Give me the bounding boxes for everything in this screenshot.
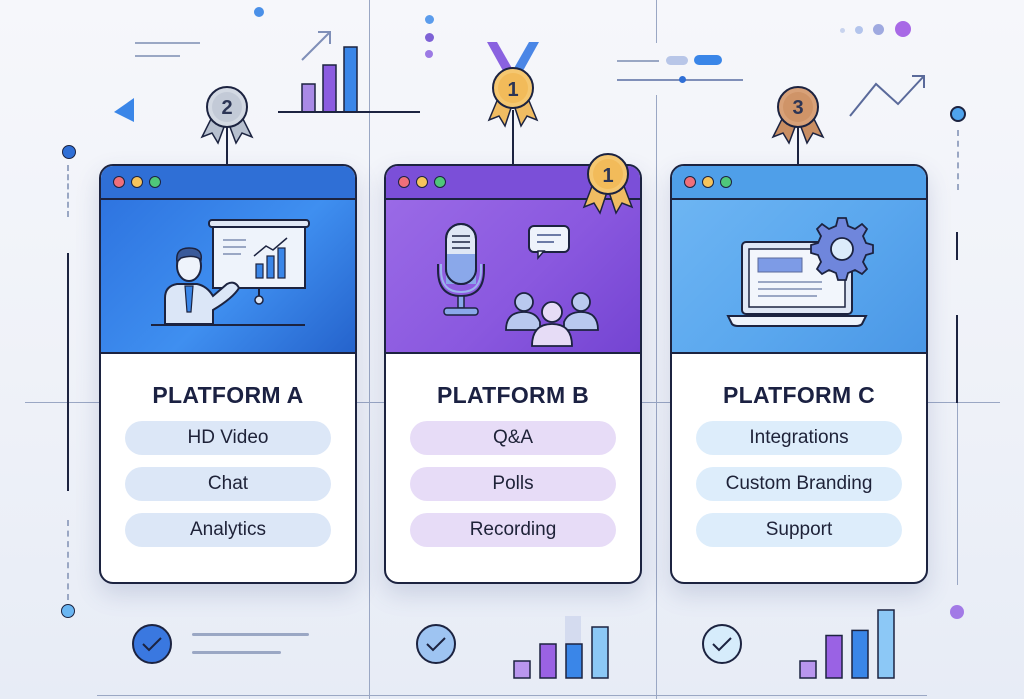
dot-decoration bbox=[840, 28, 845, 33]
timeline-line bbox=[67, 253, 69, 491]
medal-bronze-icon: 3 bbox=[771, 86, 825, 165]
medal-rank: 1 bbox=[507, 79, 518, 101]
laptop-with-gear-icon bbox=[726, 217, 874, 327]
slider-thumb bbox=[679, 76, 686, 83]
triangle-icon bbox=[114, 98, 134, 122]
mini-chart-bar bbox=[799, 660, 817, 679]
window-titlebar bbox=[672, 166, 926, 200]
dashed-line bbox=[67, 165, 69, 217]
text-lines-decoration bbox=[192, 651, 281, 654]
dot-decoration bbox=[254, 7, 264, 17]
check-circle-icon bbox=[416, 624, 456, 664]
dot-decoration bbox=[873, 24, 884, 35]
window-maximize-dot bbox=[434, 176, 446, 188]
slider-decoration bbox=[666, 56, 688, 65]
feature-pill: Analytics bbox=[125, 513, 331, 547]
mini-chart-bar bbox=[851, 629, 869, 679]
dot-decoration bbox=[895, 21, 911, 37]
hero-illustration bbox=[672, 200, 926, 354]
window-maximize-dot bbox=[149, 176, 161, 188]
dashed-line bbox=[67, 520, 69, 600]
microphone-and-audience-icon bbox=[437, 223, 599, 347]
arrow-up-icon bbox=[301, 31, 331, 61]
trend-arrow-icon bbox=[849, 75, 925, 117]
text-lines-decoration bbox=[617, 60, 659, 62]
presenter-with-chart-icon bbox=[151, 219, 310, 326]
dot-decoration bbox=[425, 33, 434, 42]
platform-title: PLATFORM B bbox=[436, 382, 590, 408]
feature-pill: Q&A bbox=[410, 421, 616, 455]
platform-card-a: PLATFORM A HD Video Chat Analytics bbox=[99, 164, 357, 584]
dashed-line bbox=[957, 130, 959, 190]
timeline-line bbox=[956, 232, 958, 260]
timeline-line bbox=[957, 403, 958, 585]
window-close-dot bbox=[684, 176, 696, 188]
mini-bar-chart bbox=[799, 609, 895, 679]
hero-illustration bbox=[101, 200, 355, 354]
medal-rank: 2 bbox=[221, 97, 232, 119]
feature-pill: Recording bbox=[410, 513, 616, 547]
dot-decoration bbox=[425, 50, 433, 58]
mini-chart-bar bbox=[591, 626, 609, 679]
platform-card-c: PLATFORM C Integrations Custom Branding … bbox=[670, 164, 928, 584]
divider-line bbox=[656, 95, 657, 699]
chart-bar bbox=[322, 64, 337, 113]
slider-decoration bbox=[694, 55, 722, 65]
mini-chart-bar bbox=[513, 660, 531, 679]
timeline-line bbox=[956, 315, 958, 403]
window-minimize-dot bbox=[702, 176, 714, 188]
check-circle-icon bbox=[702, 624, 742, 664]
mini-chart-bar bbox=[825, 634, 843, 679]
mini-chart-bar bbox=[539, 643, 557, 679]
corner-badge-gold-icon: 1 bbox=[582, 153, 634, 215]
feature-pill: Integrations bbox=[696, 421, 902, 455]
platform-card-b: PLATFORM B Q&A Polls Recording bbox=[384, 164, 642, 584]
text-lines-decoration bbox=[135, 55, 180, 57]
bar-chart-icon bbox=[278, 31, 420, 113]
dot-decoration bbox=[855, 26, 863, 34]
feature-pill: HD Video bbox=[125, 421, 331, 455]
feature-pill: Polls bbox=[410, 467, 616, 501]
medal-rank: 3 bbox=[792, 97, 803, 119]
window-close-dot bbox=[113, 176, 125, 188]
dot-decoration bbox=[62, 145, 76, 159]
feature-pill: Support bbox=[696, 513, 902, 547]
gear-icon bbox=[810, 217, 874, 281]
divider-line bbox=[656, 0, 657, 43]
platform-title: PLATFORM A bbox=[152, 382, 304, 408]
dot-decoration bbox=[950, 106, 966, 122]
text-lines-decoration bbox=[192, 633, 309, 636]
window-minimize-dot bbox=[131, 176, 143, 188]
hero-illustration bbox=[386, 200, 640, 354]
medal-silver-icon: 2 bbox=[200, 86, 254, 165]
window-minimize-dot bbox=[416, 176, 428, 188]
dot-decoration bbox=[425, 15, 434, 24]
mini-chart-bar bbox=[565, 643, 583, 679]
chart-bar bbox=[343, 46, 358, 113]
feature-pill: Custom Branding bbox=[696, 467, 902, 501]
text-lines-decoration bbox=[135, 42, 200, 44]
dot-decoration bbox=[950, 605, 964, 619]
platform-title: PLATFORM C bbox=[722, 382, 876, 408]
badge-rank: 1 bbox=[602, 165, 613, 187]
window-close-dot bbox=[398, 176, 410, 188]
window-titlebar bbox=[101, 166, 355, 200]
divider-line bbox=[97, 695, 927, 696]
dot-decoration bbox=[61, 604, 75, 618]
mini-chart-bar bbox=[877, 609, 895, 679]
divider-line bbox=[369, 0, 370, 699]
mini-bar-chart bbox=[513, 616, 609, 679]
window-maximize-dot bbox=[720, 176, 732, 188]
medal-gold-icon: 1 bbox=[487, 42, 539, 164]
check-circle-icon bbox=[132, 624, 172, 664]
feature-pill: Chat bbox=[125, 467, 331, 501]
chart-bar bbox=[301, 83, 316, 113]
